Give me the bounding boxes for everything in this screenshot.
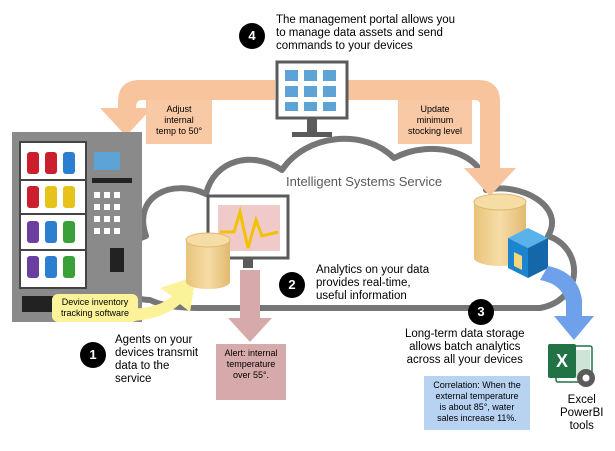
portal-monitor-icon (275, 60, 349, 137)
vending-display (94, 152, 120, 170)
vending-keypad (94, 192, 120, 234)
step-4-badge: 4 (239, 23, 265, 49)
step-3-badge: 3 (468, 299, 494, 325)
cloud-service-label: Intelligent Systems Service (286, 174, 443, 189)
device-inventory-callout: Device inventory tracking software (52, 294, 138, 322)
drink-cans (27, 152, 75, 278)
update-command-arrow (345, 80, 516, 196)
step-2-text: Analytics on your data provides real-tim… (316, 264, 430, 302)
correlation-callout: Correlation: When the external temperatu… (424, 376, 530, 430)
update-stock-callout: Update minimum stocking level (398, 100, 472, 144)
step-3-text: Long-term data storage allows batch anal… (405, 328, 525, 366)
tools-label: Excel PowerBI tools (560, 394, 604, 432)
adjust-command-arrow (100, 80, 275, 136)
excel-icon (548, 344, 595, 387)
step-1-text: Agents on your devices transmit data to … (115, 334, 199, 385)
export-to-tools-arrow (540, 266, 594, 340)
cloud-shape (115, 135, 577, 311)
alert-arrow (228, 270, 272, 342)
adjust-temp-callout: Adjust internal temp to 50° (146, 100, 212, 144)
ingest-database-icon (185, 232, 231, 289)
step-2-badge: 2 (279, 272, 305, 298)
step-4-text: The management portal allows you to mana… (276, 14, 455, 52)
step-1-badge: 1 (80, 342, 106, 368)
analytics-cube-icon (508, 228, 548, 278)
excel-letter: X (555, 351, 568, 371)
alert-callout: Alert: internal temperature over 55°. (216, 344, 286, 400)
